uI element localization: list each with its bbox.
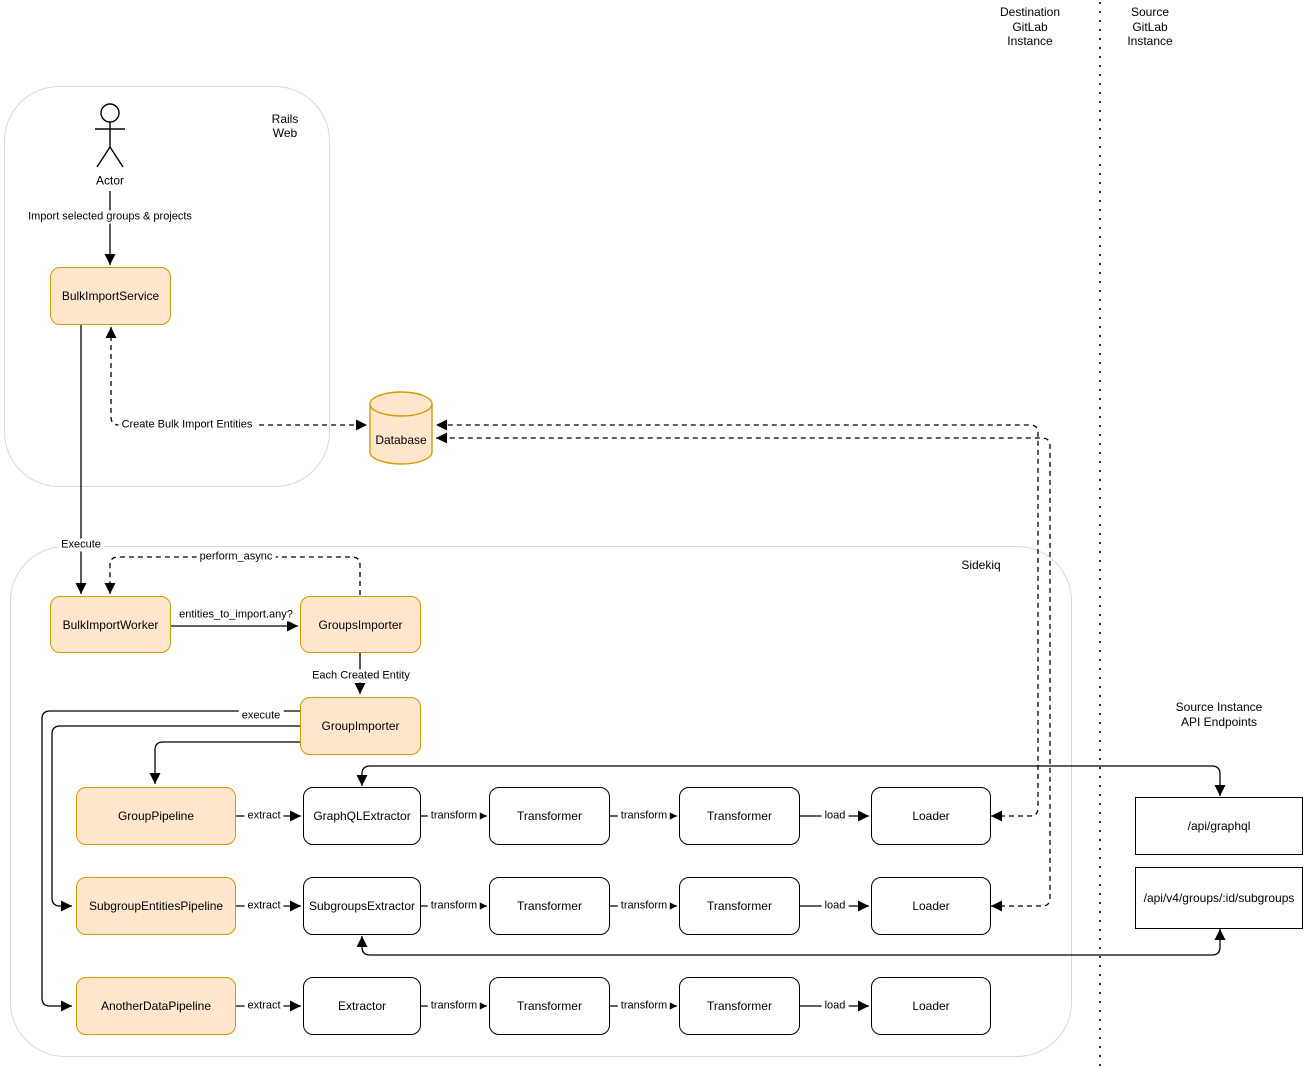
label-row1-extract: extract — [244, 809, 284, 823]
node-row1-loader: Loader — [871, 787, 991, 845]
label-create-bulk-import-entities: Create Bulk Import Entities — [118, 418, 256, 432]
node-bulk-import-worker: BulkImportWorker — [50, 596, 171, 653]
node-row2-loader: Loader — [871, 877, 991, 935]
database-cylinder — [369, 391, 433, 465]
edge-service-database — [105, 327, 367, 431]
label-row1-load: load — [821, 809, 849, 823]
label-row2-extract: extract — [244, 899, 284, 913]
edge-groupimporter-to-subgroupentitiespipeline — [51, 725, 300, 912]
edge-loader1-database — [436, 419, 1039, 822]
source-instance-header: Source GitLab Instance — [1127, 5, 1173, 48]
label-entities-to-import: entities_to_import.any? — [176, 608, 296, 622]
label-row2-transform-1: transform — [427, 899, 481, 913]
label-row2-transform-2: transform — [617, 899, 671, 913]
node-another-data-pipeline: AnotherDataPipeline — [76, 977, 236, 1035]
node-row3-loader: Loader — [871, 977, 991, 1035]
label-row3-transform-1: transform — [427, 999, 481, 1013]
node-api-v4-groups-subgroups: /api/v4/groups/:id/subgroups — [1135, 867, 1303, 929]
node-row2-transformer-1: Transformer — [489, 877, 610, 935]
node-groups-importer: GroupsImporter — [300, 596, 421, 653]
node-row3-transformer-2: Transformer — [679, 977, 800, 1035]
node-group-importer: GroupImporter — [300, 697, 421, 755]
node-group-pipeline: GroupPipeline — [76, 787, 236, 845]
actor-figure — [95, 103, 125, 168]
label-row2-load: load — [821, 899, 849, 913]
edge-groupimporter-to-grouppipeline — [149, 741, 300, 784]
node-graphql-extractor: GraphQLExtractor — [303, 787, 421, 845]
node-row2-transformer-2: Transformer — [679, 877, 800, 935]
database-label: Database — [375, 433, 427, 447]
node-bulk-import-service: BulkImportService — [50, 267, 171, 325]
node-subgroups-extractor: SubgroupsExtractor — [303, 877, 421, 935]
label-row1-transform-1: transform — [427, 809, 481, 823]
node-subgroup-entities-pipeline: SubgroupEntitiesPipeline — [76, 877, 236, 935]
api-endpoints-title: Source Instance API Endpoints — [1175, 700, 1263, 729]
label-perform-async: perform_async — [196, 550, 276, 564]
rails-web-container-label: Rails Web — [271, 112, 299, 140]
node-extractor: Extractor — [303, 977, 421, 1035]
destination-instance-header: Destination GitLab Instance — [999, 5, 1061, 48]
label-execute: Execute — [58, 538, 104, 552]
label-row1-transform-2: transform — [617, 809, 671, 823]
node-api-graphql: /api/graphql — [1135, 797, 1303, 855]
label-row3-extract: extract — [244, 999, 284, 1013]
actor-label: Actor — [92, 174, 128, 188]
node-row3-transformer-1: Transformer — [489, 977, 610, 1035]
label-row3-transform-2: transform — [617, 999, 671, 1013]
rails-web-container — [4, 86, 330, 487]
node-row1-transformer-2: Transformer — [679, 787, 800, 845]
node-row1-transformer-1: Transformer — [489, 787, 610, 845]
label-import-selected: Import selected groups & projects — [25, 210, 195, 224]
edge-subgroupsextractor-api-subgroups — [356, 929, 1226, 956]
label-each-created-entity: Each Created Entity — [309, 669, 413, 683]
label-execute-pipeline: execute — [238, 709, 284, 723]
label-row3-load: load — [821, 999, 849, 1013]
edge-groupimporter-to-anotherdatapipeline — [41, 710, 300, 1012]
edge-loader2-database — [436, 432, 1051, 912]
